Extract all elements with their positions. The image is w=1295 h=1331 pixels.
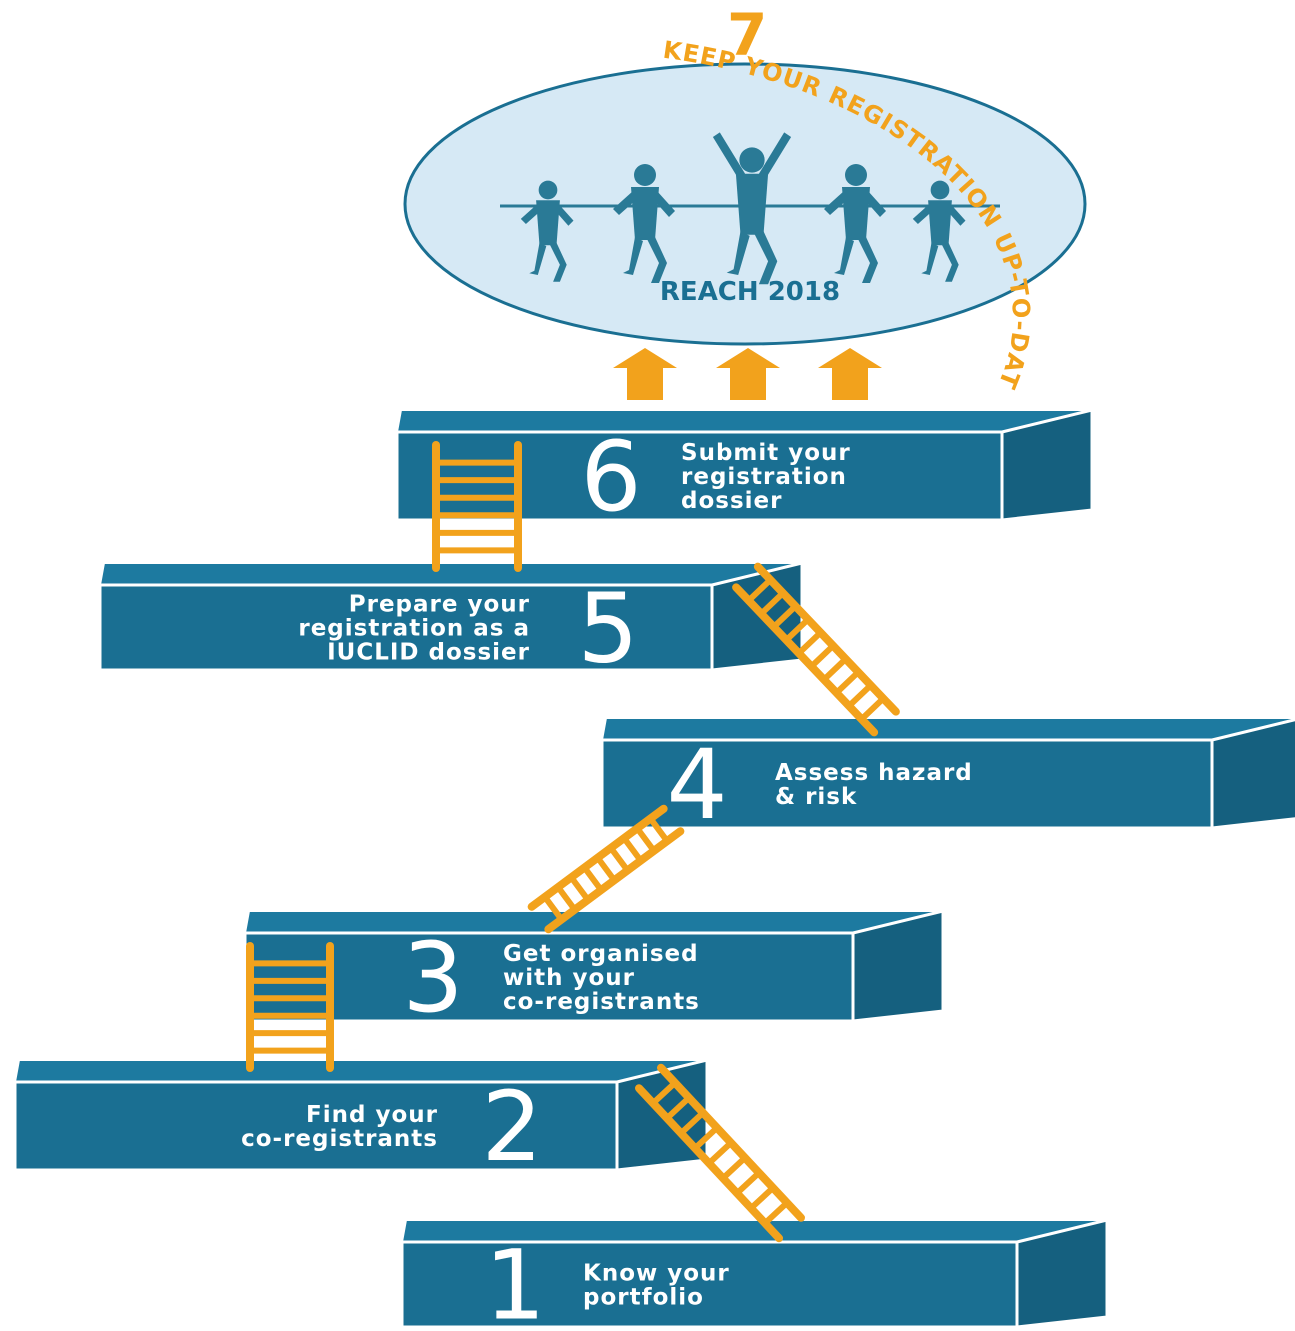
ladder-1 [635,1063,805,1243]
step-box-front [13,1080,619,1172]
ladder-rung [608,846,630,873]
ladder-rung [650,1080,678,1106]
ladder-rail [732,583,879,737]
step-boxes [13,408,1295,1329]
ladder-rung [706,1140,734,1166]
ladders [246,441,900,1243]
ladder-rung [634,826,657,853]
step-box-front [395,430,1004,522]
step-box-3 [243,909,945,1023]
step-box-front [600,738,1214,830]
step-box-front [98,583,714,672]
ladder-5 [432,441,522,572]
step-label-line: Find your [306,1102,438,1128]
ladder-rung [648,816,670,843]
ladder-rung [734,1170,762,1196]
step-box-5 [98,561,804,672]
ladder-rail [753,562,900,716]
runners-silhouette-icon [500,132,1000,285]
step-label-line: co-registrants [241,1126,438,1152]
step-label-line: dossier [681,488,782,514]
step-label-line: Know your [583,1261,730,1287]
up-arrows [613,348,882,400]
ladder-rung [664,1095,692,1121]
runner-icon [912,180,966,282]
runner-icon [824,164,886,283]
up-arrow-icon [716,348,780,400]
ladder-2 [246,942,334,1072]
ladder-rung [568,875,591,902]
step-label-line: portfolio [583,1285,704,1311]
step-number: 5 [577,573,638,685]
ladder-rung [720,1155,748,1181]
step-number: 3 [402,922,463,1034]
reach-badge-label: REACH 2018 [660,277,840,307]
step-label-line: co-registrants [503,989,700,1015]
ladder-3 [527,804,685,934]
step-label-line: IUCLID dossier [327,640,530,666]
ladder-rung [834,669,861,695]
step-box-front [400,1240,1019,1329]
ladder-rung [746,577,773,603]
up-arrow-icon [613,348,677,400]
ladder-4 [732,562,900,737]
step-box-top [395,409,1093,433]
step-label-line: & risk [775,784,857,810]
step-number: 6 [580,421,641,533]
ladder-rung [809,643,836,669]
step-label-line: registration as a [298,616,530,642]
step-label-line: Submit your [681,440,851,466]
step-box-6 [395,408,1094,522]
ladder-rung [759,590,786,616]
runner-icon [712,132,792,285]
ladder-rung [748,1185,776,1211]
step-box-front [243,931,855,1023]
step-box-1 [400,1218,1109,1329]
step-box-top [13,1059,708,1083]
goal-area: REACH 2018 7 KEEP YOUR REGISTRATION UP-T… [0,0,1087,400]
ladder-rung [555,885,578,912]
step-box-top [98,562,803,586]
step-box-top [243,910,944,934]
step-label-line: with your [503,965,635,991]
up-arrow-icon [818,348,882,400]
ladder-rung [796,630,823,656]
ladder-rung [784,617,811,643]
step-label-line: registration [681,464,847,490]
ladder-rung [821,656,848,682]
step-number: 2 [481,1071,542,1183]
ladder-rung [542,895,564,922]
step-label-line: Get organised [503,941,699,967]
step-box-4 [600,717,1295,830]
runner-icon [520,180,574,282]
step-number: 1 [484,1230,545,1328]
step-number: 4 [666,729,727,841]
ladder-rung [692,1125,720,1151]
ladder-rung [678,1110,706,1136]
goal-number: 7 [727,1,767,69]
ladder-rung [846,683,873,709]
step-label-line: Prepare your [349,592,530,618]
runner-icon [613,164,675,283]
ladder-rung [582,865,604,892]
ladder-rung [621,836,644,863]
ladder-rung [762,1200,790,1226]
ladder-rung [595,855,617,883]
ladder-rung [859,696,886,722]
step-label-line: Assess hazard [775,760,973,786]
ladder-rung [771,604,798,630]
